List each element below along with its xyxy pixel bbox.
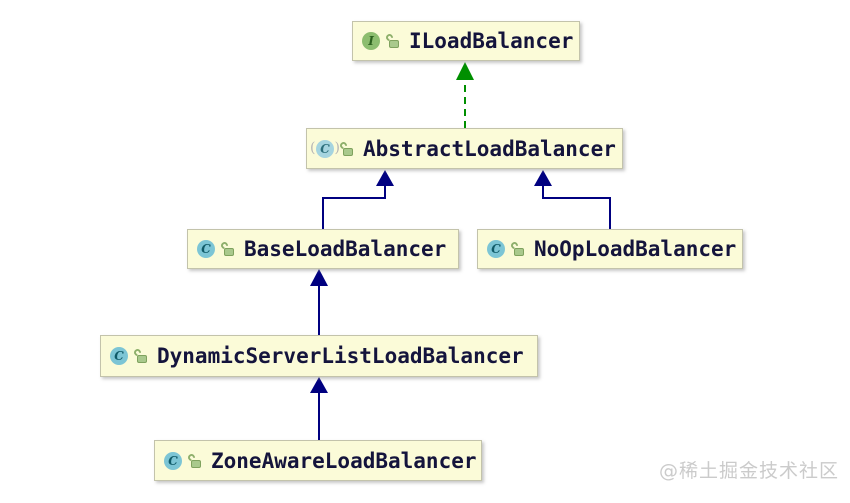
edge-baseloadbalancer-extends-abstractloadbalancer <box>322 170 394 229</box>
class-name: DynamicServerListLoadBalancer <box>157 344 524 368</box>
class-name: BaseLoadBalancer <box>244 237 447 261</box>
class-name: AbstractLoadBalancer <box>363 136 616 161</box>
class-icon-glyph: C <box>168 453 178 468</box>
class-name: ILoadBalancer <box>409 29 574 53</box>
lock-icon <box>186 452 202 469</box>
class-icon: C <box>110 347 128 365</box>
arrowhead-implements <box>456 62 474 80</box>
lock-icon <box>338 140 354 157</box>
arrowhead-extends <box>534 170 552 186</box>
class-icon: C <box>164 451 182 470</box>
class-node-iloadbalancer[interactable]: I ILoadBalancer <box>352 21 580 61</box>
edge-zoneawareloadbalancer-extends-dynamicserverlistloadbalancer <box>310 377 328 440</box>
class-node-abstractloadbalancer[interactable]: C AbstractLoadBalancer <box>306 128 623 169</box>
arrowhead-extends <box>310 377 328 393</box>
class-node-zoneawareloadbalancer[interactable]: C ZoneAwareLoadBalancer <box>154 440 482 481</box>
class-icon-glyph: C <box>114 349 124 363</box>
interface-icon-glyph: I <box>368 34 374 48</box>
class-node-nooploadbalancer[interactable]: C NoOpLoadBalancer <box>477 229 743 269</box>
edge-nooploadbalancer-extends-abstractloadbalancer <box>534 170 611 229</box>
class-icon-glyph: C <box>320 141 330 156</box>
class-icon: C <box>197 240 215 258</box>
interface-icon: I <box>362 32 380 50</box>
lock-icon <box>509 240 525 257</box>
class-icon-glyph: C <box>491 242 501 256</box>
class-name: NoOpLoadBalancer <box>534 237 737 261</box>
class-node-baseloadbalancer[interactable]: C BaseLoadBalancer <box>187 229 459 269</box>
lock-icon <box>384 32 400 49</box>
arrowhead-extends <box>310 269 328 286</box>
lock-icon <box>219 240 235 257</box>
class-icon: C <box>487 240 505 258</box>
lock-icon <box>132 347 148 364</box>
class-icon-glyph: C <box>201 242 211 256</box>
edge-dynamicserverlistloadbalancer-extends-baseloadbalancer <box>310 269 328 335</box>
abstract-class-icon: C <box>310 139 340 158</box>
arrowhead-extends <box>376 170 394 186</box>
class-node-dynamicserverlistloadbalancer[interactable]: C DynamicServerListLoadBalancer <box>100 335 538 377</box>
edge-abstractloadbalancer-implements-iloadbalancer <box>456 62 474 128</box>
class-name: ZoneAwareLoadBalancer <box>211 448 477 473</box>
watermark: @稀土掘金技术社区 <box>658 460 839 482</box>
